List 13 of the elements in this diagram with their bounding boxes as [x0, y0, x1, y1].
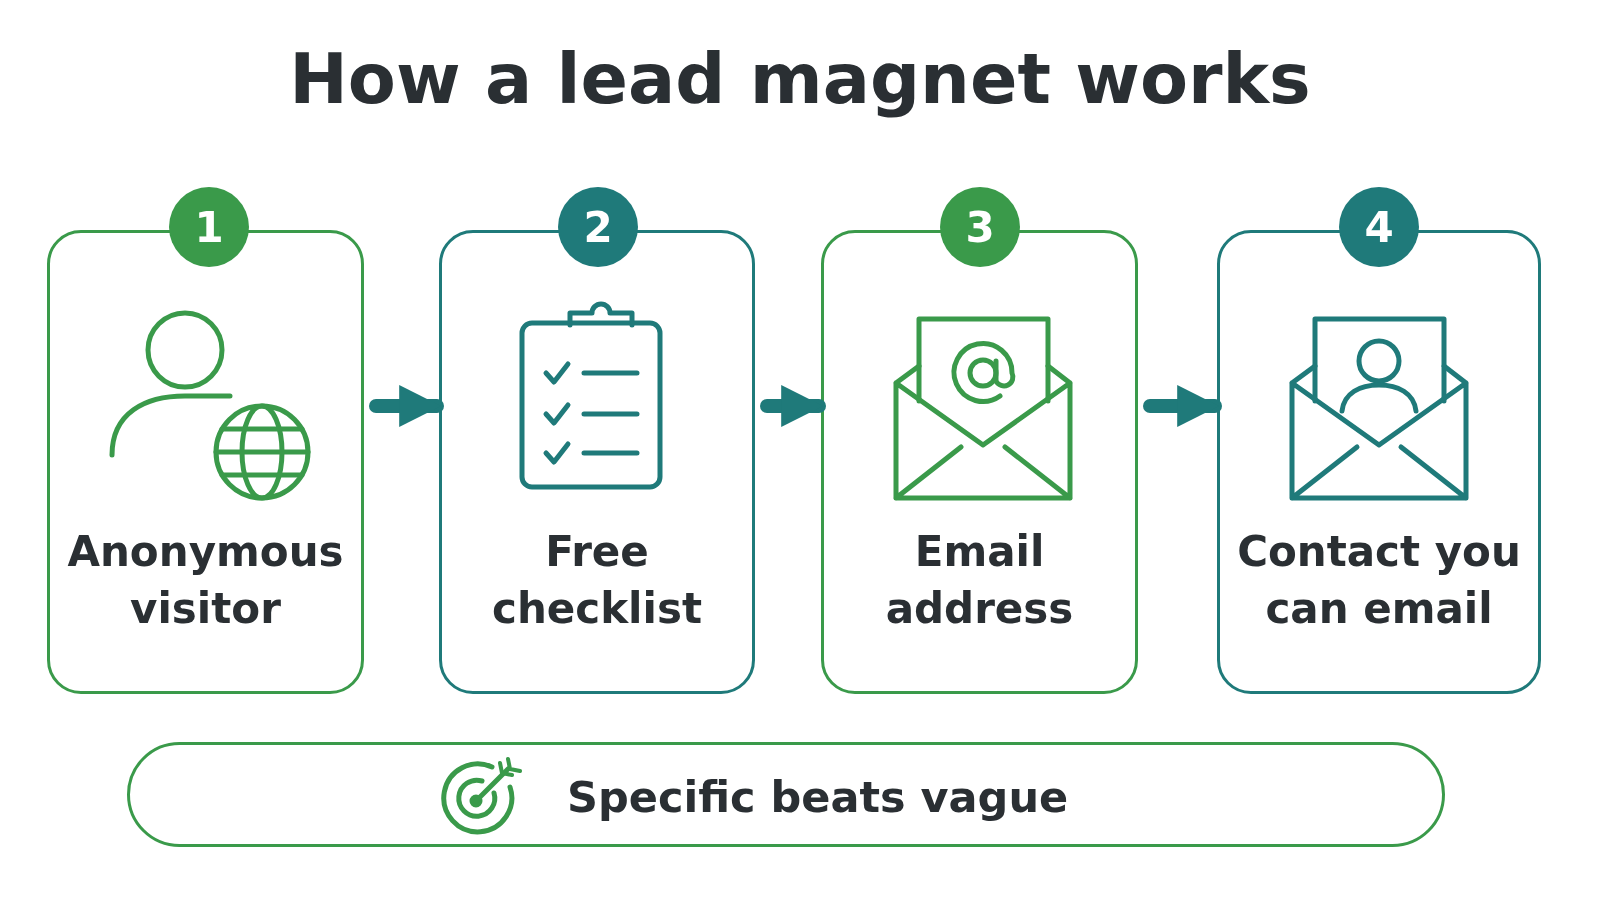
step-number-badge: 3: [940, 187, 1020, 267]
arrow: [1143, 385, 1222, 427]
title: How a lead magnet works: [288, 38, 1312, 120]
tip-text: Specific beats vague: [567, 772, 1069, 822]
step-number-badge: 2: [558, 187, 638, 267]
step-label: Anonymous visitor: [66, 526, 345, 635]
step-number-badge: 4: [1339, 187, 1419, 267]
step-label: Free checklist: [491, 526, 703, 635]
step-label: Contact you can email: [1236, 526, 1522, 635]
arrow: [760, 385, 826, 427]
step-number-badge: 1: [169, 187, 249, 267]
arrow: [369, 385, 444, 427]
step-label: Email address: [884, 526, 1075, 635]
